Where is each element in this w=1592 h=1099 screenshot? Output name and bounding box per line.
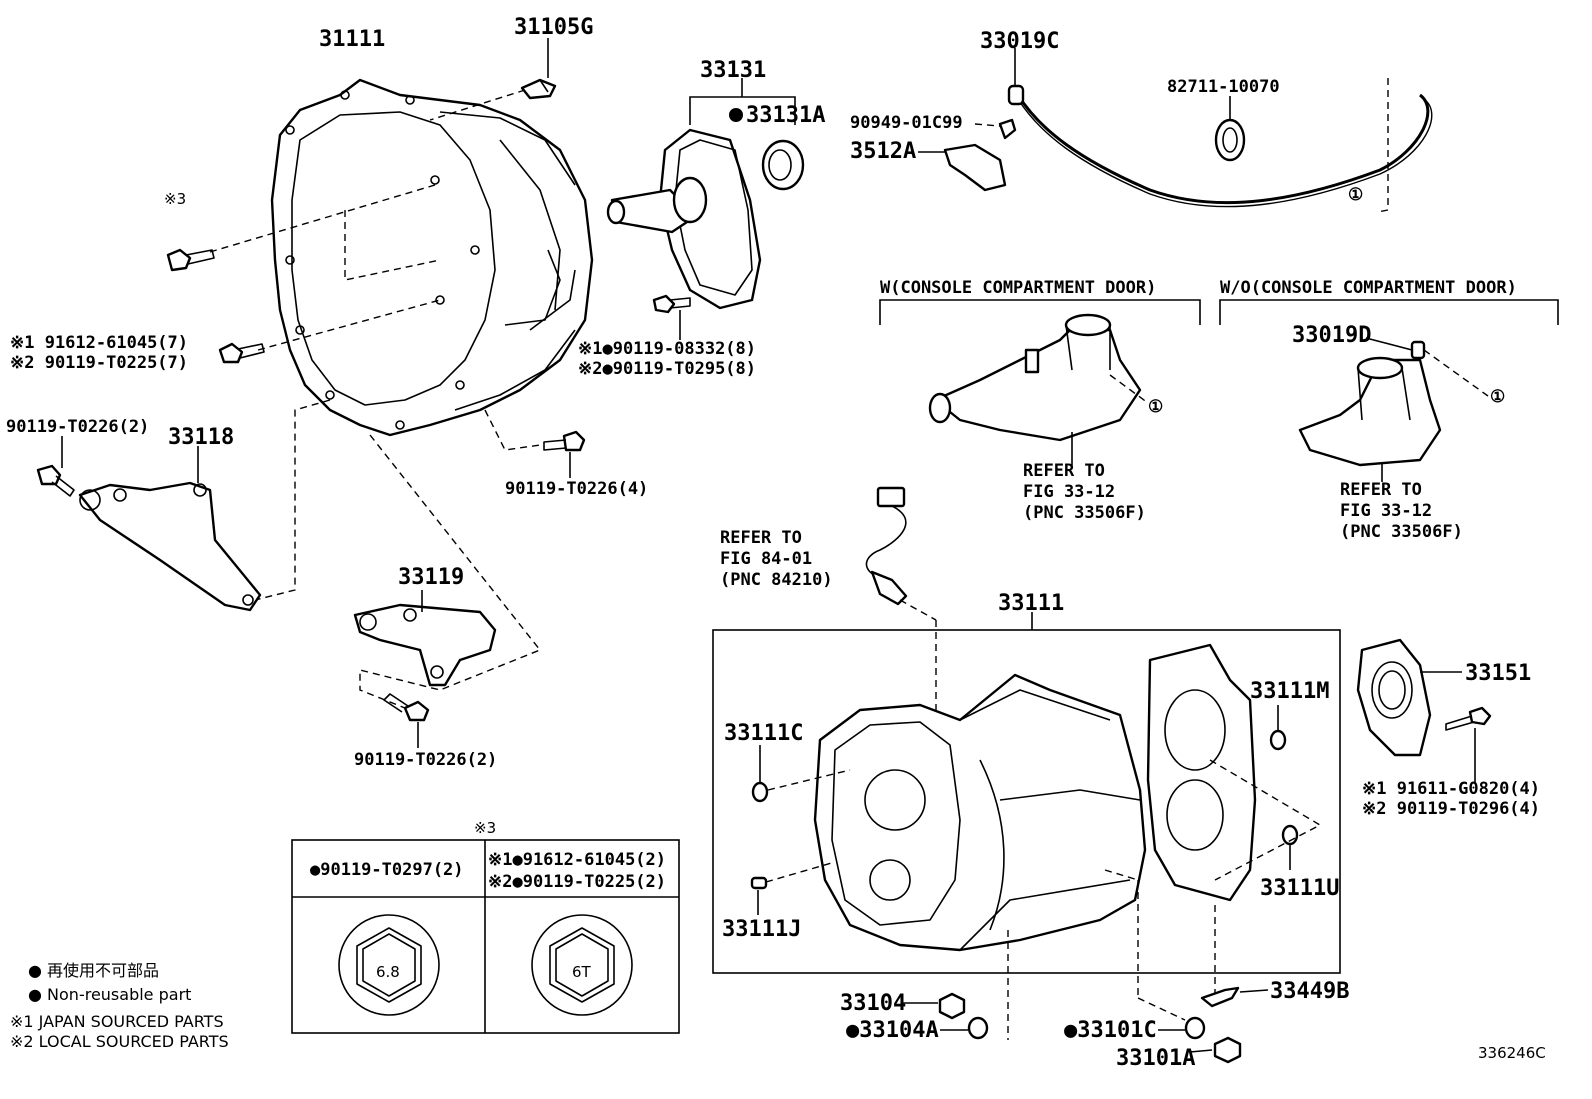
circle-ref-1-mid: ① [1148, 397, 1163, 417]
clip-90949 [974, 118, 1017, 140]
label-note3-top: ※3 [164, 190, 186, 208]
label-90119-08332: ※1●90119-08332(8) [578, 339, 756, 359]
label-90119-T0296: ※2 90119-T0296(4) [1362, 799, 1540, 819]
speed-sensor [865, 486, 908, 606]
non-reusable-dot-icon [729, 108, 743, 122]
table-left-header: ●90119-T0297(2) [310, 860, 464, 880]
label-90949-01C99: 90949-01C99 [850, 113, 963, 133]
legend-non-reusable-en: ● Non-reusable part [28, 985, 191, 1004]
bolt-spec-table [291, 839, 680, 1034]
pin-33111M [1269, 729, 1287, 751]
shift-cable-33019C [1007, 84, 1433, 208]
label-33118: 33118 [168, 425, 234, 450]
label-31105G: 31105G [514, 15, 593, 40]
label-3512A: 3512A [850, 139, 916, 164]
label-33111-mid: 33111 [998, 591, 1064, 616]
label-33449B: 33449B [1270, 979, 1349, 1004]
label-31111-top: 31111 [319, 27, 385, 52]
label-90119-T0226-4: 90119-T0226(4) [505, 479, 648, 499]
label-33151: 33151 [1465, 661, 1531, 686]
label-33104A: ●33104A [846, 1018, 939, 1043]
plate-33449B [1200, 986, 1240, 1008]
refer-a-line3: (PNC 33506F) [1023, 503, 1146, 523]
refer-b-line2: FIG 33-12 [1340, 501, 1432, 521]
label-90119-T0295: ※2●90119-T0295(8) [578, 359, 756, 379]
hex-grade-left: 6.8 [376, 963, 400, 981]
label-90119-T0225-7: ※2 90119-T0225(7) [10, 353, 188, 373]
label-33111J: 33111J [722, 917, 801, 942]
legend-local-sourced: ※2 LOCAL SOURCED PARTS [10, 1032, 229, 1051]
transmission-case-part [813, 673, 1147, 952]
refer-a-line1: REFER TO [1023, 461, 1105, 481]
label-note3-table: ※3 [474, 819, 496, 837]
circle-ref-1-top: ① [1348, 185, 1363, 205]
label-33119: 33119 [398, 565, 464, 590]
pin-33111J [750, 876, 768, 890]
bolt-90119-T0226-4 [543, 430, 586, 452]
gasket-33104A [967, 1016, 989, 1040]
shift-lever-housing-wo [1298, 356, 1442, 467]
bolt-left-1 [166, 248, 215, 272]
label-90119-T0226-2a: 90119-T0226(2) [6, 417, 149, 437]
hex-bolt-head-right-icon [531, 914, 633, 1016]
front-cover-part [606, 128, 762, 310]
label-33104: 33104 [840, 991, 906, 1016]
refer-c-line1: REFER TO [720, 528, 802, 548]
figure-code: 336246C [1478, 1044, 1546, 1062]
label-wo-console: W/O(CONSOLE COMPARTMENT DOOR) [1220, 278, 1517, 298]
label-33101A: 33101A [1116, 1046, 1195, 1071]
label-w-console: W(CONSOLE COMPARTMENT DOOR) [880, 278, 1156, 298]
label-33111M: 33111M [1250, 679, 1329, 704]
bracket-33119 [353, 603, 497, 687]
bolt-31105G [520, 78, 557, 100]
pin-33111C [751, 781, 769, 803]
hex-grade-right: 6T [572, 963, 592, 981]
label-33019D: 33019D [1292, 323, 1371, 348]
bracket-33118 [78, 481, 262, 612]
bolt-front-cover [652, 294, 691, 314]
plug-33101A [1213, 1036, 1242, 1064]
refer-a-line2: FIG 33-12 [1023, 482, 1115, 502]
hex-bolt-head-left-icon [338, 914, 440, 1016]
label-33019C: 33019C [980, 29, 1059, 54]
bolt-left-2 [218, 342, 265, 364]
refer-c-line3: (PNC 84210) [720, 570, 833, 590]
label-90119-T0226-2b: 90119-T0226(2) [354, 750, 497, 770]
plug-33019D [1410, 340, 1426, 360]
label-33111C: 33111C [724, 721, 803, 746]
refer-b-line3: (PNC 33506F) [1340, 522, 1463, 542]
table-right-header-1: ※1●91612-61045(2) [488, 850, 666, 870]
bell-housing-part [270, 78, 594, 437]
bolt-33119 [383, 693, 430, 722]
rear-seal-retainer [1356, 638, 1432, 757]
circle-ref-1-right: ① [1490, 387, 1505, 407]
plug-33104 [938, 992, 966, 1020]
label-33131A: 33131A [746, 103, 825, 128]
adapter-plate-part [1146, 643, 1257, 902]
clip-82711 [1214, 118, 1246, 162]
refer-c-line2: FIG 84-01 [720, 549, 812, 569]
bolt-33151 [1445, 706, 1492, 731]
oil-seal-33131A [761, 139, 805, 191]
table-right-header-2: ※2●90119-T0225(2) [488, 872, 666, 892]
legend-japan-sourced: ※1 JAPAN SOURCED PARTS [10, 1012, 224, 1031]
label-33101C: ●33101C [1064, 1018, 1157, 1043]
bracket-3512A [943, 143, 1007, 192]
label-82711-10070: 82711-10070 [1167, 77, 1280, 97]
legend-non-reusable-jp: ● 再使用不可部品 [28, 961, 159, 980]
shift-lever-housing-w [928, 313, 1142, 442]
case-assembly-box [712, 629, 1341, 974]
label-33131: 33131 [700, 58, 766, 83]
label-91612-61045-7: ※1 91612-61045(7) [10, 333, 188, 353]
label-91611-G0820: ※1 91611-G0820(4) [1362, 779, 1540, 799]
label-33111U: 33111U [1260, 876, 1339, 901]
refer-b-line1: REFER TO [1340, 480, 1422, 500]
bolt-33118 [36, 464, 75, 497]
gasket-33101C [1184, 1016, 1206, 1040]
